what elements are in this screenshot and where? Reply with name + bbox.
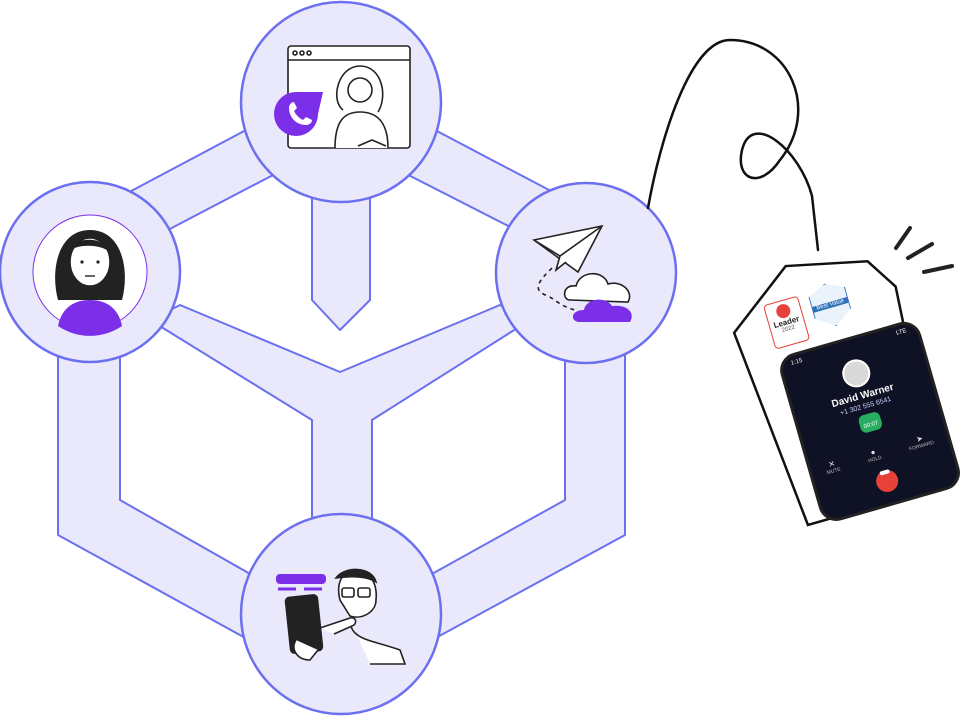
- paper-plane-cloud-icon: [532, 224, 632, 322]
- hang-string: [646, 38, 820, 252]
- forward-action[interactable]: ➤ FORWARD: [906, 431, 935, 453]
- hangup-icon: [879, 469, 891, 476]
- phone-bubble-icon: [274, 92, 323, 136]
- call-state-badge: 00:07: [857, 410, 884, 435]
- node-user: [0, 180, 182, 364]
- emphasis-lines-icon: [894, 226, 954, 274]
- mobile-chat-icon: [276, 568, 407, 665]
- end-call-button[interactable]: [873, 467, 901, 495]
- badge-best-value: Best Value: [806, 278, 855, 331]
- call-state-text: 00:07: [863, 420, 880, 431]
- node-send: [494, 181, 678, 365]
- video-call-icon: [287, 45, 411, 149]
- status-time: 1:15: [790, 357, 804, 367]
- node-video-call: [239, 0, 443, 204]
- caller-avatar: [838, 356, 874, 391]
- hold-action[interactable]: ● HOLD: [865, 446, 883, 464]
- badge-leader: Leader 2022: [762, 295, 811, 350]
- status-network: LTE: [895, 328, 908, 337]
- mute-action[interactable]: ✕ MUTE: [824, 458, 841, 476]
- cube-inner-y: [149, 304, 531, 561]
- badge-best-value-title: Best Value: [812, 297, 848, 313]
- user-avatar-icon: [32, 214, 148, 336]
- node-chat: [239, 512, 443, 716]
